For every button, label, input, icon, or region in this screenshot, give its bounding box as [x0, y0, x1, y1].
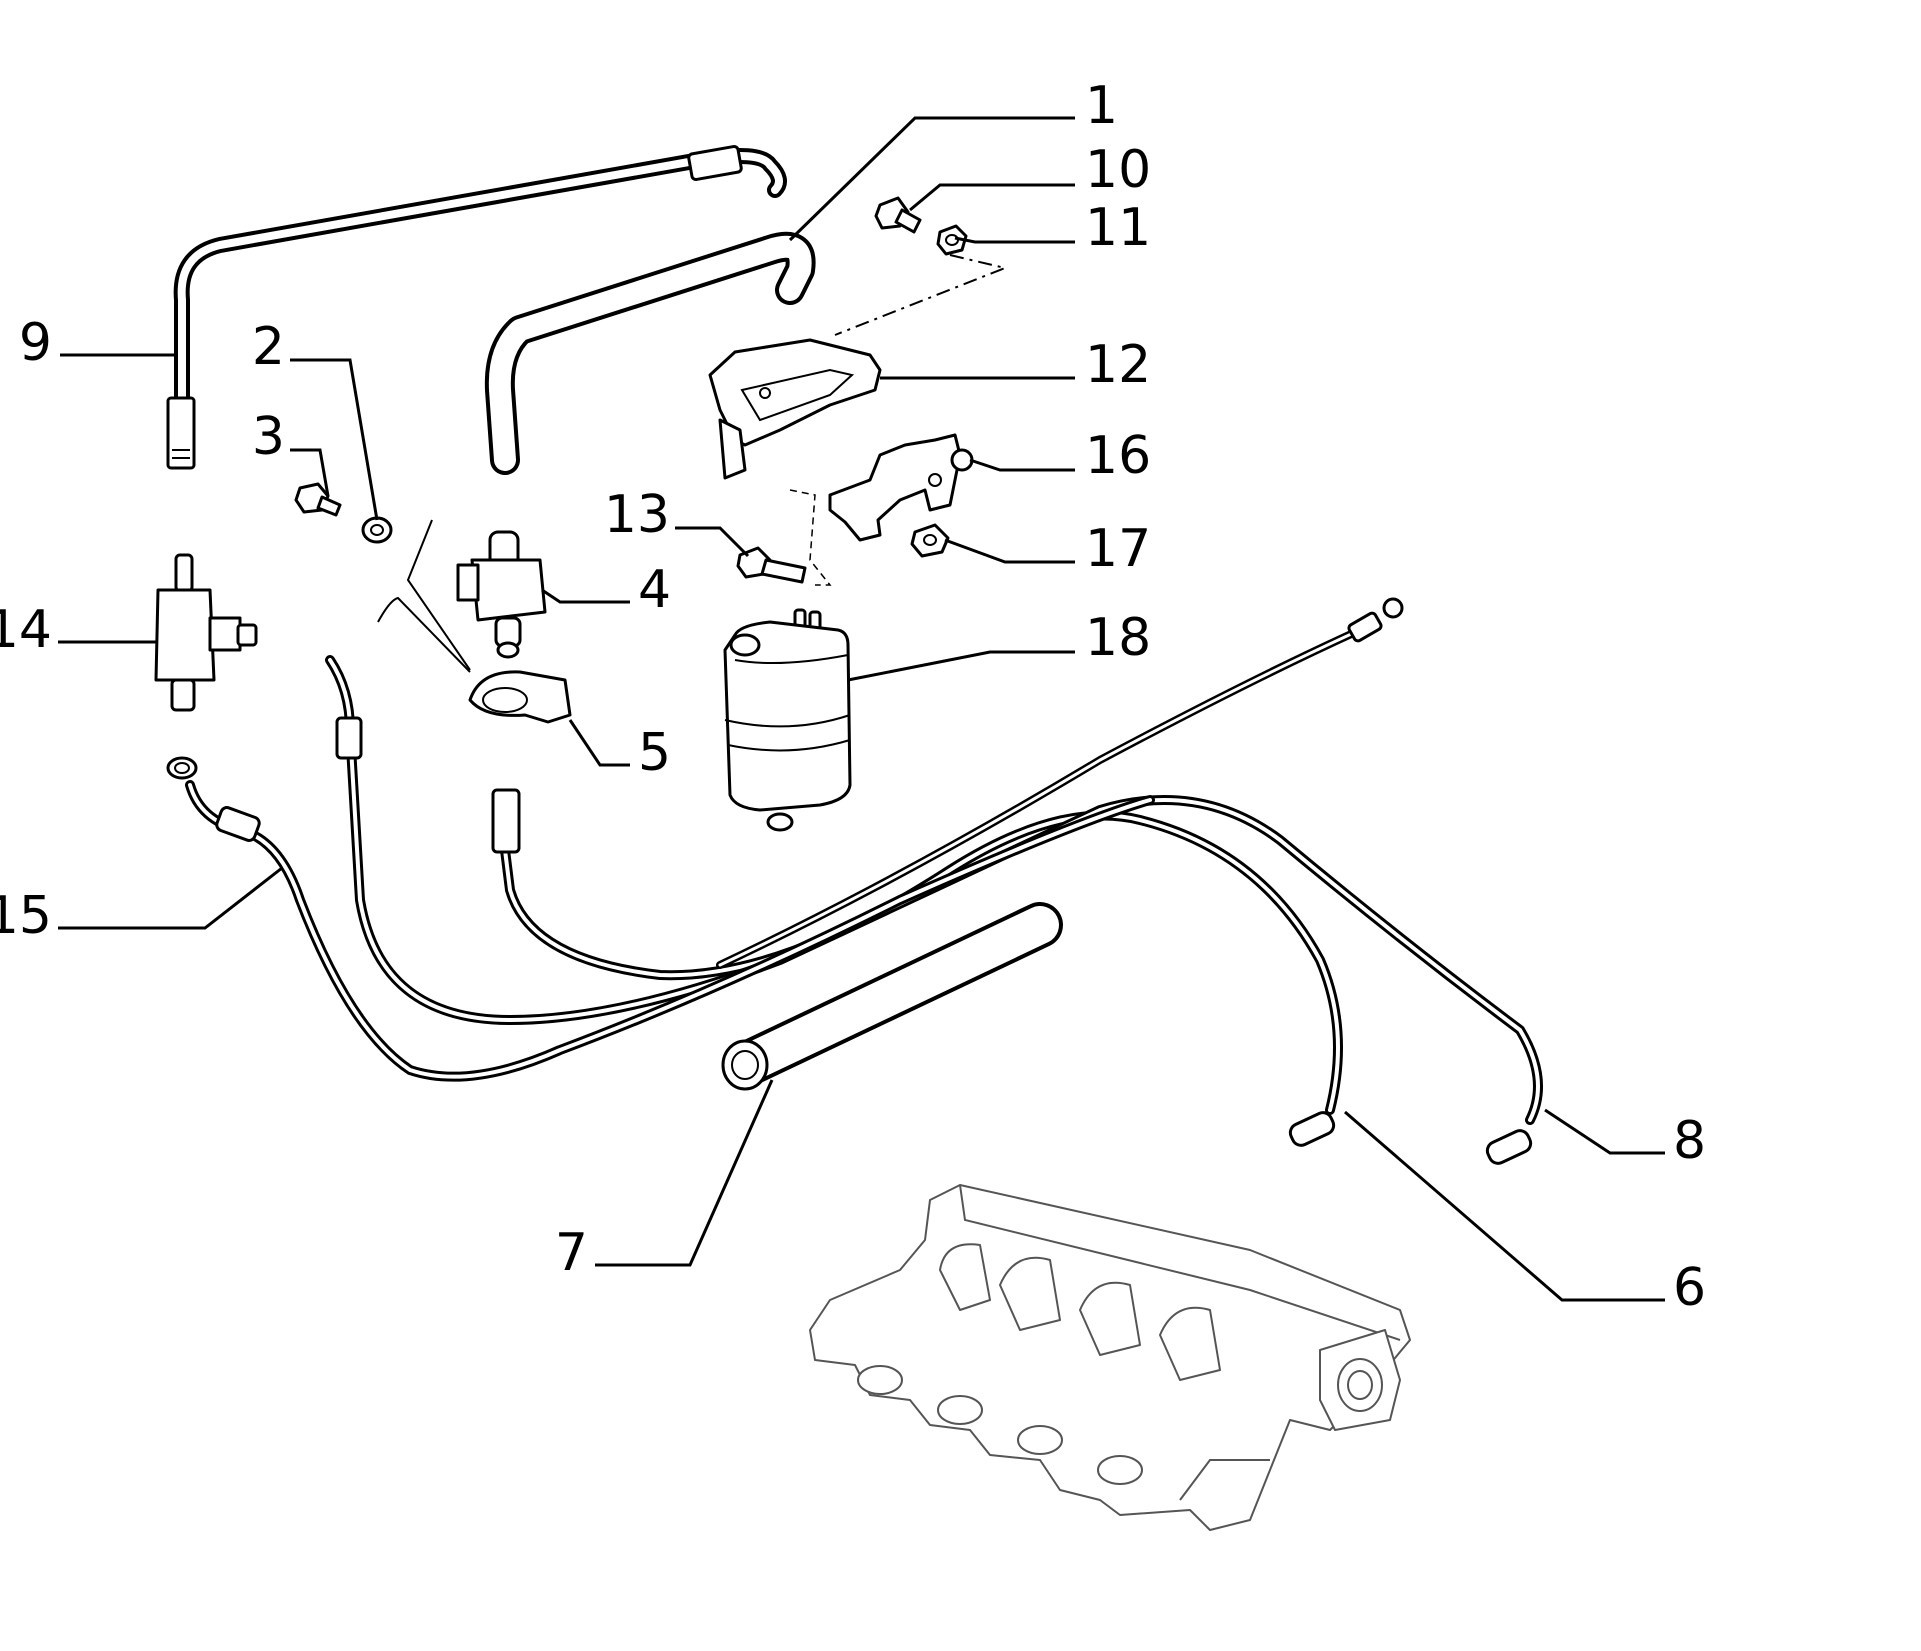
callout-7: 7 [555, 1223, 588, 1283]
part-11-nut [936, 224, 968, 256]
leader-15 [58, 866, 283, 930]
leader-18 [847, 650, 1075, 682]
part-2-washer [361, 516, 393, 544]
callout-10: 10 [1085, 140, 1151, 200]
leader-4 [541, 588, 630, 604]
leader-6 [1344, 1110, 1665, 1302]
part-4-valve [456, 530, 547, 659]
leader-8 [1544, 1108, 1665, 1155]
part-6-hose [491, 788, 1343, 1147]
leader-13 [675, 526, 750, 558]
callout-9: 9 [19, 313, 52, 373]
callout-2: 2 [252, 317, 285, 377]
leader-2 [290, 358, 379, 521]
part-3-bolt [294, 482, 342, 517]
callout-1: 1 [1085, 76, 1118, 136]
callout-labels: 1 10 11 12 16 17 18 13 4 5 2 3 9 14 15 7… [0, 76, 1706, 1318]
callout-14: 14 [0, 600, 52, 660]
leader-10 [909, 183, 1075, 212]
leader-lines [58, 116, 1665, 1302]
part-8-hose [325, 655, 1543, 1165]
callout-15: 15 [0, 886, 52, 946]
part-10-bolt [874, 196, 922, 234]
part-5-guide-lines [377, 519, 471, 673]
part-16-bracket [828, 433, 974, 542]
callout-17: 17 [1085, 519, 1151, 579]
intake-manifold [809, 1184, 1411, 1531]
long-cable [716, 597, 1404, 969]
part-17-nut [910, 523, 950, 558]
assembly-line-13-16 [789, 489, 832, 586]
callout-11: 11 [1085, 198, 1151, 258]
callout-6: 6 [1673, 1258, 1706, 1318]
part-15-hose [166, 756, 1155, 1082]
callout-16: 16 [1085, 426, 1151, 486]
part-1-hose [484, 231, 816, 475]
leader-11 [954, 236, 1075, 244]
callout-4: 4 [638, 560, 671, 620]
leader-16 [969, 458, 1075, 472]
leader-1 [788, 116, 1075, 242]
callout-3: 3 [252, 407, 285, 467]
part-7-hose [721, 902, 1063, 1091]
leader-5 [568, 719, 630, 767]
part-14-tee [154, 553, 258, 712]
part-9-hose [166, 144, 787, 470]
callout-13: 13 [604, 485, 670, 545]
leader-17 [944, 538, 1075, 564]
leader-7 [595, 1079, 774, 1267]
callout-5: 5 [638, 723, 671, 783]
part-5-clamp [468, 670, 572, 724]
assembly-line-10-11 [834, 254, 1009, 336]
part-12-bracket [708, 338, 882, 480]
part-13-bolt [736, 546, 807, 584]
leader-3 [290, 448, 330, 497]
callout-8: 8 [1673, 1111, 1706, 1171]
callout-12: 12 [1085, 335, 1151, 395]
callout-18: 18 [1085, 608, 1151, 668]
part-18-canister [723, 608, 852, 832]
